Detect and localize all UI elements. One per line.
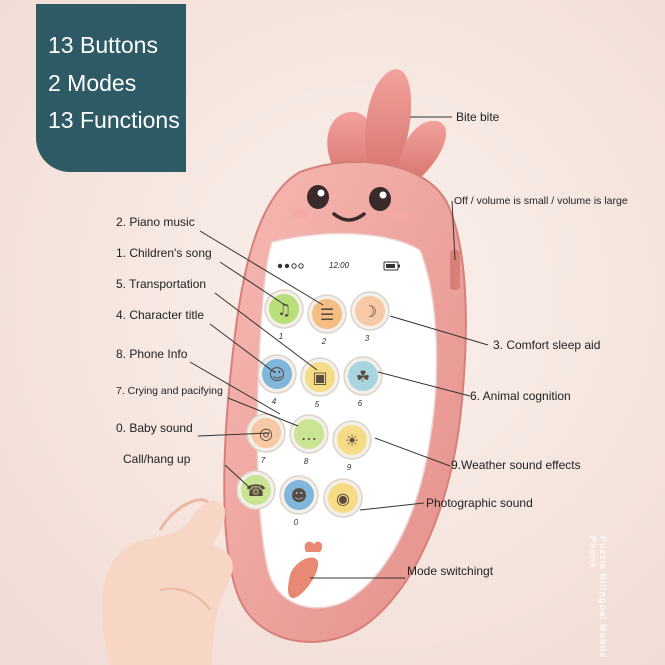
callout-comfort: 3. Comfort sleep aid — [493, 338, 601, 352]
keypad-number: 3 — [365, 334, 370, 343]
callout-animal: 6. Animal cognition — [470, 389, 571, 403]
keypad-button-5[interactable]: ▣5 — [300, 357, 340, 409]
battery-icon — [383, 261, 400, 271]
keypad-number: 5 — [315, 400, 320, 409]
keypad-button-3[interactable]: ☽3 — [350, 291, 390, 343]
music-note-icon: ♫ — [277, 300, 291, 319]
callout-piano: 2. Piano music — [116, 215, 195, 229]
keypad-number: 7 — [261, 456, 266, 465]
feature-badge: 13 Buttons 2 Modes 13 Functions — [36, 4, 186, 172]
baby-hand-image — [101, 498, 233, 665]
sun-icon: ☀ — [345, 431, 359, 450]
callout-call: Call/hang up — [123, 452, 191, 466]
signal-dots-icon — [277, 263, 304, 269]
callout-baby-sound: 0. Baby sound — [116, 421, 193, 435]
callout-transportation: 5. Transportation — [116, 277, 207, 291]
face — [291, 185, 409, 222]
carrot-leaves — [327, 69, 447, 178]
callout-photo: Photographic sound — [426, 496, 533, 510]
keypad-button-camera[interactable]: ◉ — [323, 478, 363, 518]
callout-childrens-song: 1. Children's song — [116, 246, 212, 260]
badge-modes: 2 Modes — [48, 70, 137, 96]
leader-lines — [189, 116, 489, 579]
callout-character: 4. Character title — [116, 308, 205, 322]
keypad-number: 2 — [321, 337, 327, 346]
mode-switch-carrot[interactable] — [288, 541, 323, 599]
callout-phone-info: 8. Phone Info — [116, 347, 188, 361]
boy-face-icon: ☺ — [269, 365, 286, 384]
badge-functions: 13 Functions — [48, 107, 180, 133]
keypad-button-8[interactable]: …8 — [289, 414, 329, 466]
chat-bubble-icon: … — [301, 425, 317, 444]
badge-buttons: 13 Buttons — [48, 32, 158, 58]
moon-icon: ☽ — [363, 302, 377, 321]
side-product-text: Puzzle Bilingual Mobile Phone — [588, 536, 608, 659]
keypad-button-6[interactable]: ☘6 — [343, 356, 383, 408]
piano-keys-icon: ☰ — [320, 305, 334, 324]
callout-bite: Bite bite — [456, 110, 500, 124]
car-icon: ▣ — [312, 368, 327, 387]
keypad-number: 1 — [279, 332, 283, 341]
keypad-button-phone-handset[interactable]: ☎ — [236, 470, 276, 510]
camera-icon: ◉ — [336, 489, 350, 508]
phone-handset-icon: ☎ — [246, 481, 266, 500]
keypad: ♫1☰2☽3☺4▣5☘6◎7…8☀9☎☻0◉ — [236, 289, 390, 527]
callout-crying: 7. Crying and pacifying — [116, 385, 223, 397]
keypad-button-1[interactable]: ♫1 — [264, 289, 304, 341]
keypad-button-2[interactable]: ☰2 — [307, 294, 347, 346]
keypad-number: 4 — [272, 397, 277, 406]
keypad-number: 0 — [294, 518, 299, 527]
baby-face-icon: ☻ — [291, 486, 308, 505]
keypad-number: 9 — [347, 463, 352, 472]
screen-time: 12:00 — [329, 261, 350, 270]
keypad-number: 6 — [358, 399, 363, 408]
volume-switch[interactable] — [450, 250, 460, 290]
keypad-button-9[interactable]: ☀9 — [332, 420, 372, 472]
keypad-button-0[interactable]: ☻0 — [279, 475, 319, 527]
cat-face-icon: ☘ — [356, 367, 370, 386]
status-bar — [277, 261, 400, 271]
keypad-button-4[interactable]: ☺4 — [257, 354, 297, 406]
callout-weather: 9.Weather sound effects — [451, 458, 581, 472]
callout-mode: Mode switchingt — [407, 564, 494, 578]
callout-volume: Off / volume is small / volume is large — [454, 195, 628, 207]
keypad-number: 8 — [304, 457, 309, 466]
